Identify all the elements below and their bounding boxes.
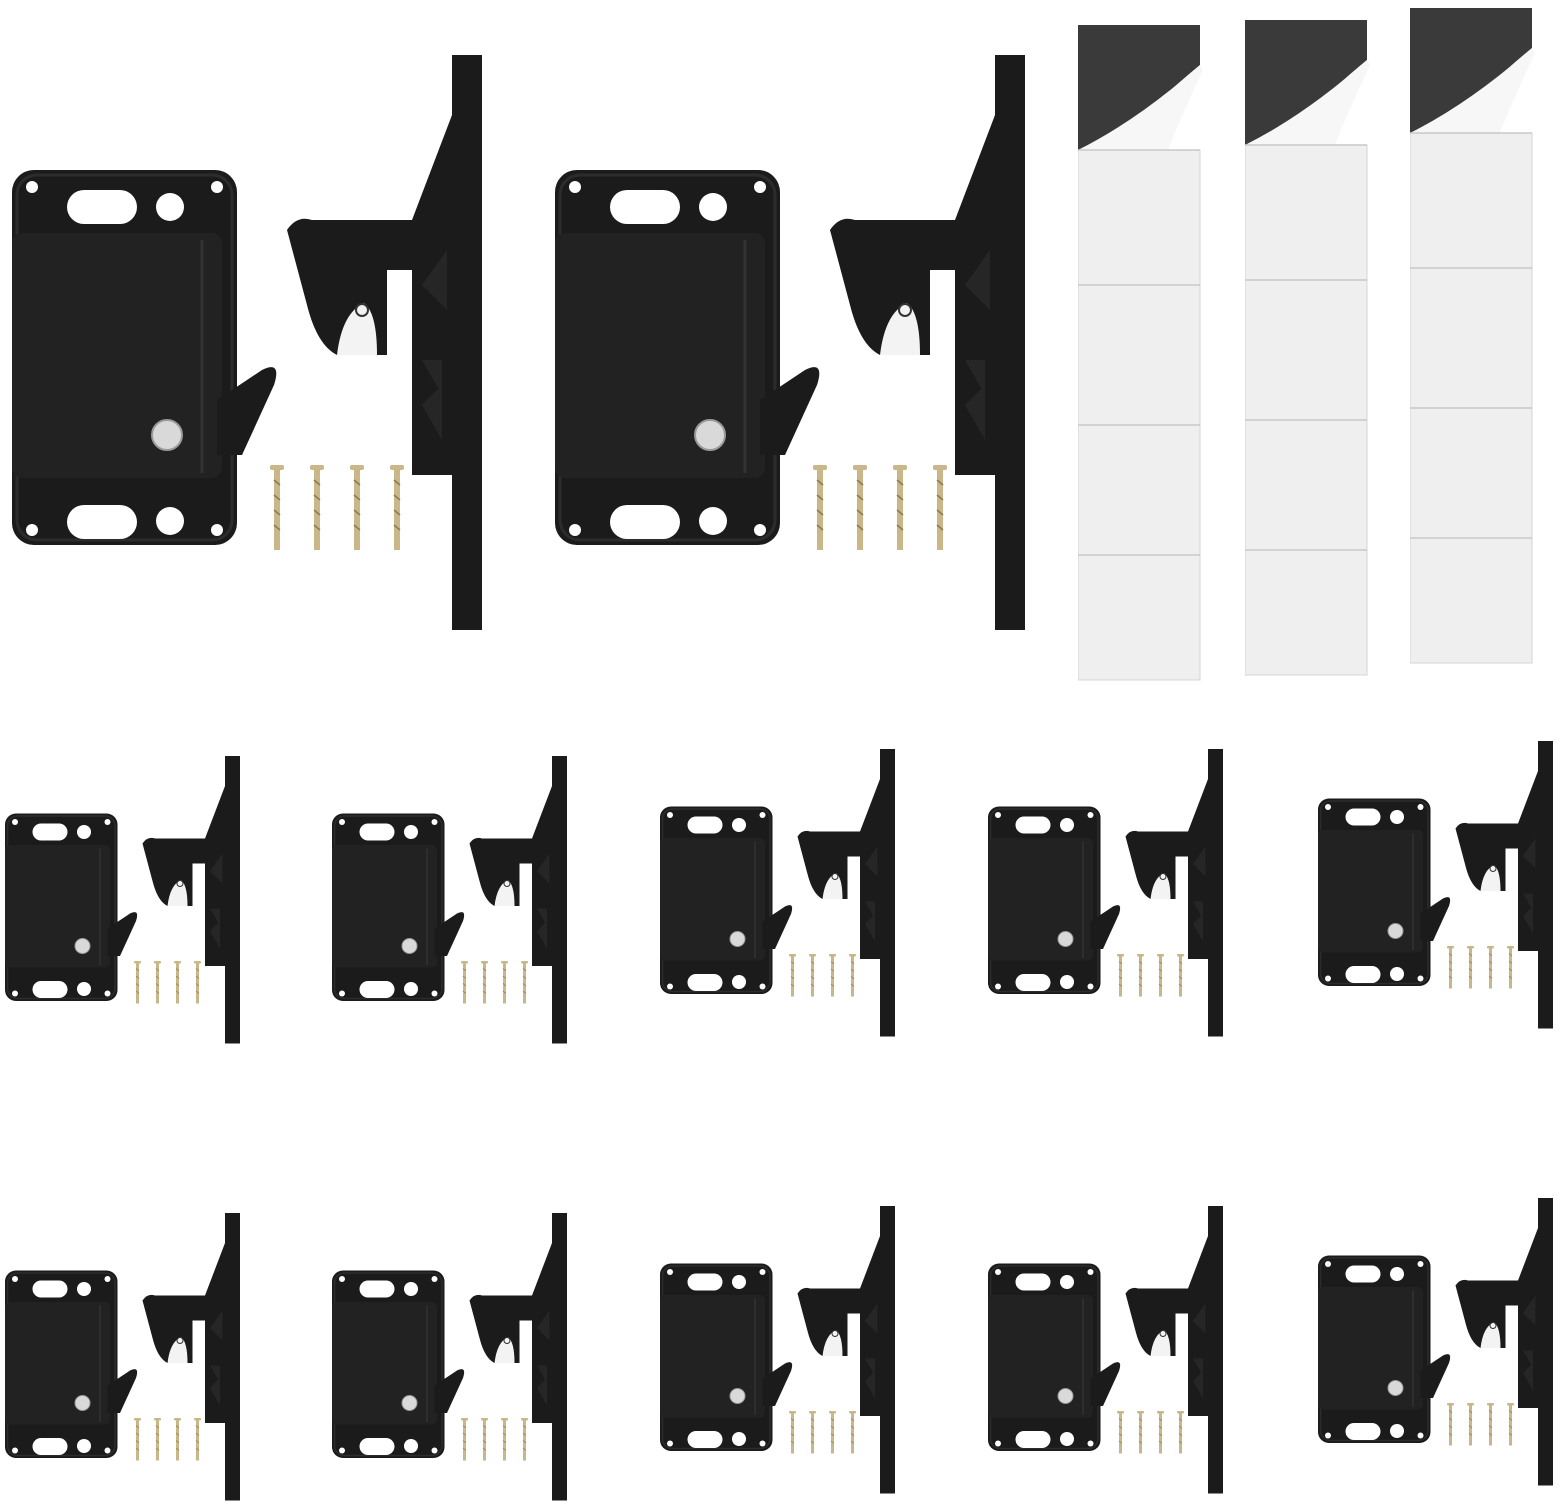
latch-set-small-8 xyxy=(660,1205,896,1495)
latch-set-large-1 xyxy=(12,55,484,632)
latch-set-small-2 xyxy=(332,755,568,1045)
latch-set-small-6 xyxy=(5,1212,241,1502)
latch-set-small-10 xyxy=(1318,1197,1554,1487)
latch-set-small-4 xyxy=(988,748,1224,1038)
latch-set-small-5 xyxy=(1318,740,1554,1030)
latch-set-small-1 xyxy=(5,755,241,1045)
adhesive-strip-1 xyxy=(1078,25,1204,681)
latch-set-small-9 xyxy=(988,1205,1224,1495)
latch-set-small-7 xyxy=(332,1212,568,1502)
latch-set-small-3 xyxy=(660,748,896,1038)
adhesive-strip-3 xyxy=(1410,8,1536,664)
latch-set-large-2 xyxy=(555,55,1027,632)
adhesive-strip-2 xyxy=(1245,20,1371,676)
